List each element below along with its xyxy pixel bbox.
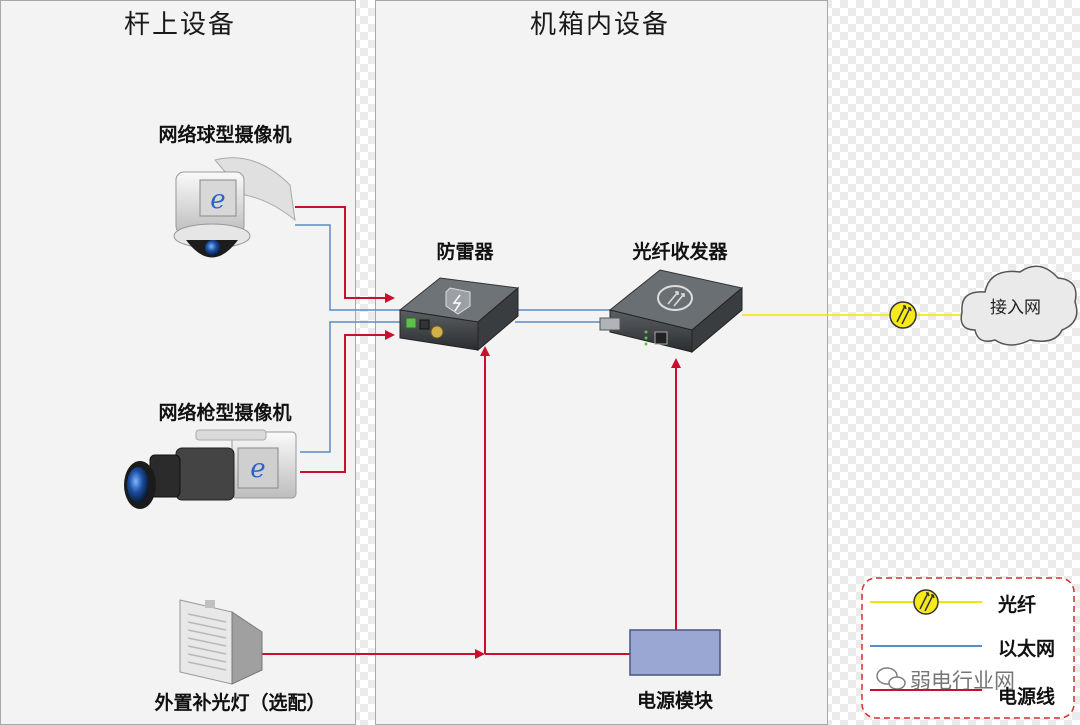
access-network-label: 接入网 (990, 298, 1041, 318)
ethernet-lines (295, 224, 610, 453)
bullet-ethernet-line (300, 321, 400, 453)
surge-protector-icon (398, 277, 520, 352)
svg-text:e: e (250, 454, 265, 484)
legend-box (861, 577, 1075, 719)
cabinet-equipment-panel (375, 0, 828, 725)
fill-light-label: 外置补光灯（选配） (154, 692, 326, 714)
power-module-label: 电源模块 (636, 690, 713, 712)
fiber-transceiver-label: 光纤收发器 (632, 241, 728, 263)
legend-ethernet-label: 以太网 (998, 638, 1056, 660)
legend-fiber-sample (870, 589, 982, 615)
pole-equipment-panel (0, 0, 356, 725)
power-module-box (629, 629, 721, 676)
power-lines (262, 206, 681, 659)
dome-power-line (295, 206, 395, 303)
legend-power-label: 电源线 (998, 686, 1056, 708)
wechat-icon (876, 667, 906, 690)
legend-fiber-label: 光纤 (998, 594, 1037, 616)
surge-protector-label: 防雷器 (436, 241, 494, 263)
dome-camera-icon: e (173, 157, 296, 258)
pole-equipment-title: 杆上设备 (123, 10, 236, 40)
svg-text:e: e (210, 185, 225, 215)
bullet-camera-label: 网络枪型摄像机 (158, 402, 292, 424)
fill-light-icon (179, 599, 263, 685)
cabinet-equipment-title: 机箱内设备 (529, 10, 670, 40)
fiber-transceiver-icon (599, 269, 744, 354)
bullet-camera-icon: e (124, 429, 297, 509)
dome-camera-label: 网络球型摄像机 (158, 124, 292, 146)
bullet-power-line (300, 330, 395, 473)
watermark-text: 弱电行业网 (910, 669, 1015, 693)
dome-ethernet-line (295, 224, 400, 311)
cloud-icon (960, 265, 1078, 346)
fiber-connector-icon (889, 301, 917, 329)
